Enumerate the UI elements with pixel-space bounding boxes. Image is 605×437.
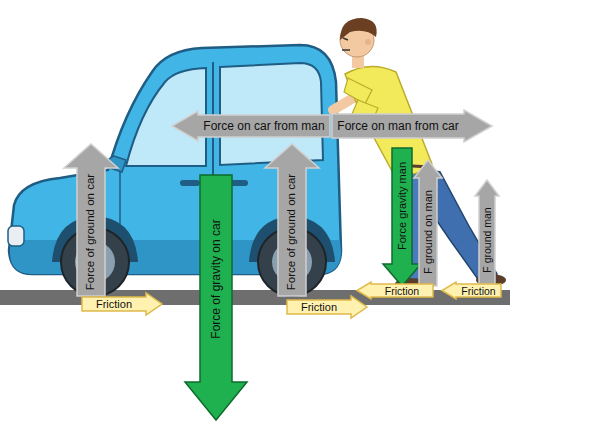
friction-arrow: Friction bbox=[357, 282, 433, 299]
force-label: Force of ground on car bbox=[286, 174, 298, 290]
arrow-outline bbox=[357, 282, 433, 299]
force-label: Force gravity man bbox=[397, 162, 408, 250]
force-label: Friction bbox=[385, 285, 419, 296]
arrow-outline bbox=[475, 180, 499, 284]
arrow-outline bbox=[265, 144, 319, 296]
force-arrow: Force on car from man bbox=[172, 111, 330, 141]
arrow-outline bbox=[64, 144, 118, 296]
arrow-outline bbox=[287, 296, 367, 318]
force-arrow: Force on man from car bbox=[332, 110, 492, 142]
force-label: Friction bbox=[301, 302, 337, 313]
force-label: F ground man bbox=[482, 207, 493, 272]
force-label: Force on man from car bbox=[337, 120, 458, 132]
force-label: F ground on man bbox=[423, 190, 434, 274]
arrow-outline bbox=[185, 175, 247, 420]
friction-arrow: Friction bbox=[82, 293, 162, 315]
friction-arrow: Friction bbox=[442, 282, 501, 299]
force-label: Friction bbox=[96, 299, 132, 310]
gravity-arrow: Force gravity man bbox=[383, 148, 421, 286]
arrow-outline bbox=[172, 111, 330, 141]
force-arrow: Force of ground on car bbox=[64, 144, 118, 296]
force-label: Force of gravity on car bbox=[210, 219, 222, 338]
friction-arrow: Friction bbox=[287, 296, 367, 318]
force-label: Force on car from man bbox=[203, 120, 324, 132]
force-arrow: Force of ground on car bbox=[265, 144, 319, 296]
car bbox=[8, 45, 341, 296]
arrow-outline bbox=[383, 148, 421, 286]
man bbox=[333, 18, 506, 290]
force-label: Force of ground on car bbox=[85, 174, 97, 290]
gravity-arrow: Force of gravity on car bbox=[185, 175, 247, 420]
force-arrow: F ground man bbox=[475, 180, 499, 284]
arrow-outline bbox=[442, 282, 501, 299]
force-label: Friction bbox=[461, 285, 495, 296]
arrow-outline bbox=[82, 293, 162, 315]
arrow-outline bbox=[414, 160, 442, 286]
force-arrow: F ground on man bbox=[414, 160, 442, 286]
arrow-outline bbox=[332, 110, 492, 142]
